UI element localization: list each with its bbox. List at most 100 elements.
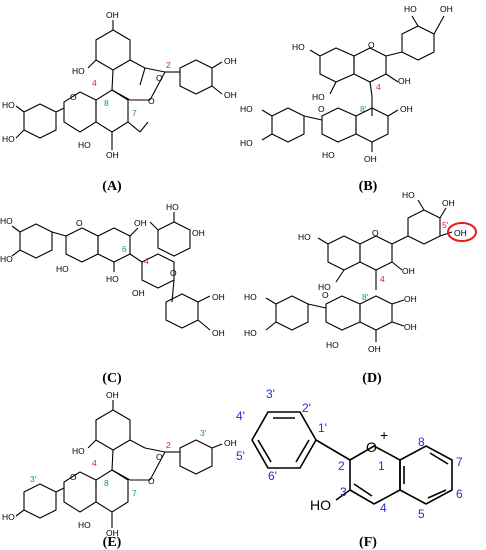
f-ring-b bbox=[251, 411, 317, 469]
b-ho-c: HO bbox=[322, 150, 335, 160]
a-ho-c: HO bbox=[78, 140, 91, 150]
e-ring-b-left bbox=[23, 483, 57, 519]
c-ho-d: HO bbox=[166, 202, 179, 212]
a-oh-right2: OH bbox=[224, 90, 237, 100]
e-ho-b: HO bbox=[2, 512, 15, 522]
b-ring-c-bottom bbox=[321, 107, 357, 143]
f-plus: + bbox=[380, 427, 388, 443]
b-ring-c-top bbox=[353, 47, 387, 83]
a-ring-top bbox=[95, 29, 131, 71]
a-ring-c bbox=[63, 91, 97, 133]
a-ring-b-right bbox=[179, 59, 213, 95]
e-ring-c bbox=[63, 471, 97, 513]
a-ho-left: HO bbox=[72, 66, 85, 76]
e-label-3p-left: 3' bbox=[30, 474, 37, 484]
b-ring-a-top bbox=[319, 47, 355, 83]
a-oh-top: OH bbox=[106, 10, 119, 20]
c-o-f: O bbox=[170, 268, 177, 278]
d-oh-d1: OH bbox=[404, 294, 417, 304]
b-o-bottom: O bbox=[318, 104, 325, 114]
e-ring-b-right bbox=[179, 439, 213, 475]
e-o-ring: O bbox=[148, 476, 155, 486]
a-caption: (A) bbox=[102, 179, 122, 194]
b-ring-b-bottom bbox=[271, 107, 305, 143]
a-label-4: 4 bbox=[92, 78, 97, 88]
c-oh-d: OH bbox=[192, 228, 205, 238]
panel-d: HO OH OH O HO OH HO OH OH O HO HO HO OH … bbox=[244, 190, 477, 386]
d-label-4: 4 bbox=[380, 274, 385, 284]
a-label-7: 7 bbox=[132, 108, 137, 118]
f-label-5p: 5' bbox=[236, 449, 245, 463]
d-oh-circled: OH bbox=[454, 228, 467, 238]
d-ho-c: HO bbox=[326, 340, 339, 350]
e-o-bridge: O bbox=[156, 452, 163, 462]
b-oh-mid: OH bbox=[398, 76, 411, 86]
c-caption: (C) bbox=[102, 371, 122, 386]
b-label-4: 4 bbox=[376, 82, 381, 92]
f-label-1p: 1' bbox=[318, 421, 327, 435]
d-ho-b1: HO bbox=[244, 292, 257, 302]
b-caption: (B) bbox=[359, 179, 378, 194]
b-oh-d: OH bbox=[400, 104, 413, 114]
e-oh-right: OH bbox=[224, 438, 237, 448]
panel-c: HO HO O OH HO OH HO HO O OH OH OH 4 6 (C… bbox=[0, 202, 225, 386]
d-oh-top: OH bbox=[442, 198, 455, 208]
e-caption: (E) bbox=[103, 535, 122, 550]
c-oh-a: OH bbox=[134, 218, 147, 228]
b-ho-a: HO bbox=[292, 42, 305, 52]
d-oh-d2: OH bbox=[404, 322, 417, 332]
d-oh-bottom: OH bbox=[368, 344, 381, 354]
f-label-6p: 6' bbox=[268, 469, 277, 483]
f-label-8: 8 bbox=[418, 435, 425, 449]
c-o-c: O bbox=[76, 218, 83, 228]
b-ring-b-top bbox=[401, 25, 435, 61]
f-o-ring: O bbox=[366, 439, 377, 455]
d-ho-mid: HO bbox=[318, 282, 331, 292]
c-ring-c bbox=[65, 227, 99, 263]
panel-a: OH HO O O OH OH O HO HO HO OH 4 2 8 7 (A… bbox=[2, 10, 237, 194]
d-caption: (D) bbox=[362, 371, 382, 386]
a-o-c: O bbox=[70, 92, 77, 102]
f-label-2: 2 bbox=[338, 459, 345, 473]
a-oh-right1: OH bbox=[224, 56, 237, 66]
d-ring-a-top bbox=[327, 235, 361, 271]
e-ho-c: HO bbox=[78, 520, 91, 530]
e-o-c: O bbox=[70, 472, 77, 482]
c-ho-a2: HO bbox=[106, 274, 119, 284]
b-ho-b2: HO bbox=[240, 138, 253, 148]
c-label-6: 6 bbox=[122, 244, 127, 254]
f-label-1: 1 bbox=[378, 459, 385, 473]
panel-b: HO OH HO O OH HO OH O HO HO HO OH 4 8' (… bbox=[240, 4, 453, 194]
c-oh-f: OH bbox=[132, 288, 145, 298]
d-oh-mid: OH bbox=[402, 266, 415, 276]
b-oh-top: OH bbox=[440, 4, 453, 14]
d-ho-a: HO bbox=[298, 232, 311, 242]
f-caption: (F) bbox=[359, 535, 377, 550]
d-label-5p: 5' bbox=[442, 220, 449, 230]
d-ho-top: HO bbox=[402, 190, 415, 200]
b-ho-top: HO bbox=[404, 4, 417, 14]
d-label-8p: 8' bbox=[362, 292, 369, 302]
d-ho-b2: HO bbox=[244, 328, 257, 338]
e-label-8: 8 bbox=[104, 478, 109, 488]
a-ho-b2: HO bbox=[2, 134, 15, 144]
c-ho-1: HO bbox=[0, 216, 13, 226]
e-label-4: 4 bbox=[92, 458, 97, 468]
panel-f: O + HO 3' 2' 4' 1' 5' 6' 2 1 8 7 6 5 4 3… bbox=[236, 387, 463, 550]
a-ring-b-left bbox=[23, 103, 57, 139]
c-ring-d bbox=[157, 221, 191, 257]
d-ring-b-top bbox=[407, 209, 441, 245]
f-label-7: 7 bbox=[456, 455, 463, 469]
a-ho-b1: HO bbox=[2, 100, 15, 110]
b-o-top: O bbox=[368, 40, 375, 50]
b-ho-mid: HO bbox=[312, 92, 325, 102]
a-o-bridge: O bbox=[156, 73, 163, 83]
d-o-top: O bbox=[372, 228, 379, 238]
d-ring-c-top bbox=[359, 235, 393, 271]
c-ho-c: HO bbox=[56, 264, 69, 274]
e-oh-top: OH bbox=[106, 390, 119, 400]
c-oh-e2: OH bbox=[212, 328, 225, 338]
e-oh-bottom: OH bbox=[106, 528, 119, 538]
a-label-8: 8 bbox=[104, 98, 109, 108]
